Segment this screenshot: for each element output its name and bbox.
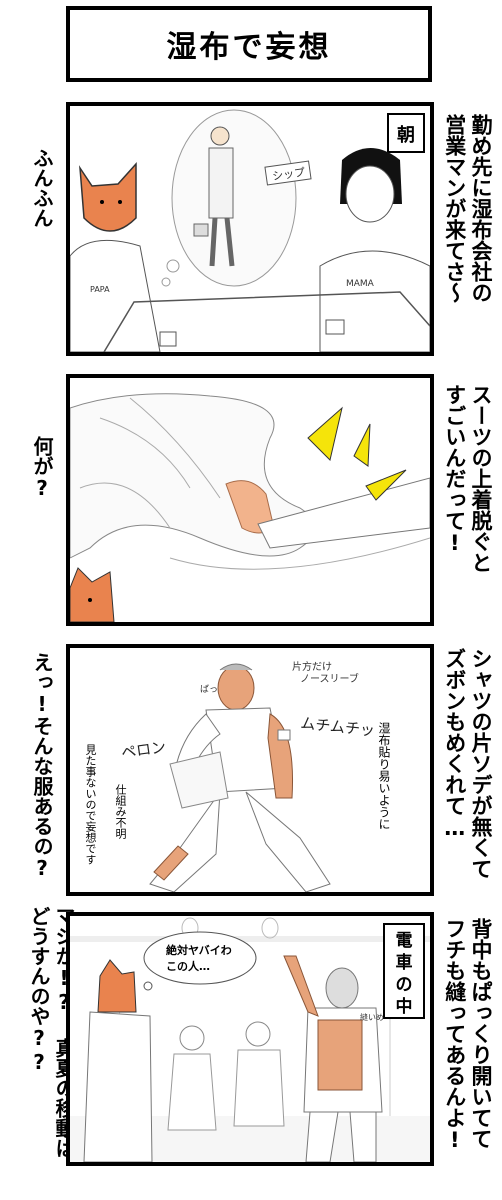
sign-text: シップ [271, 166, 305, 183]
panel4-label-1: 電 [396, 931, 413, 951]
panel1-left-text: ふんふん [30, 148, 54, 228]
panel3-right-text: シャツの片ソデが無くてズボンもめくれて… [442, 648, 493, 879]
note-seam: 縫いめ [360, 1012, 384, 1022]
panel1-right-text: 勤め先に湿布会社の営業マンが来てさ〜 [442, 114, 493, 303]
panel1-illustration: シップ 朝 PAPA MAMA [70, 109, 430, 352]
note-easy-to-apply: 湿布貼り易いように [377, 722, 391, 830]
sfx-ba: ばっ [200, 684, 218, 695]
panel-4: 電 車 の 中 絶対ヤバイわ この人… 縫いめ [66, 912, 434, 1166]
panel3-illustration: 片方だけノースリーブ ペロン ムチムチッ ばっ [120, 660, 376, 892]
panel-1: シップ 朝 PAPA MAMA [66, 102, 434, 356]
panel2-left-text: 何が? [30, 436, 54, 500]
note-mechanism-unknown: 仕組み不明 [114, 784, 127, 839]
bubble-line-2: この人… [166, 959, 210, 973]
sfx-peron: ペロン [120, 738, 167, 762]
panel4-right-text: 背中もぱっくり開いててフチも縫ってあるんよ! [442, 918, 493, 1152]
panel4-illustration: 電 車 の 中 絶対ヤバイわ この人… 縫いめ [70, 917, 430, 1162]
bubble-line-1: 絶対ヤバイわ [166, 943, 232, 957]
panel2-illustration [70, 393, 430, 622]
comic-title: 湿布で妄想 [66, 6, 432, 82]
panel4-label-2: 車 [396, 952, 413, 973]
mama-shirt-text: MAMA [346, 279, 375, 289]
papa-shirt-text: PAPA [90, 285, 110, 294]
sfx-muchimuchi: ムチムチッ [300, 714, 376, 740]
note-one-sleeve: 片方だけノースリーブ [292, 660, 359, 685]
panel4-label-3: の [396, 975, 413, 995]
panel-2 [66, 374, 434, 626]
panel1-label: 朝 [397, 124, 415, 146]
panel2-right-text: スーツの上着脱ぐとすごいんだって! [442, 384, 493, 573]
panel3-left-text: えっ!そんな服あるの? [30, 652, 54, 880]
panel4-label-4: 中 [396, 996, 413, 1017]
panel-3: 片方だけノースリーブ ペロン ムチムチッ ばっ 湿布貼り易いように 仕組み不明 … [66, 644, 434, 896]
note-imagined: 見た事ないので妄想です [84, 744, 97, 865]
